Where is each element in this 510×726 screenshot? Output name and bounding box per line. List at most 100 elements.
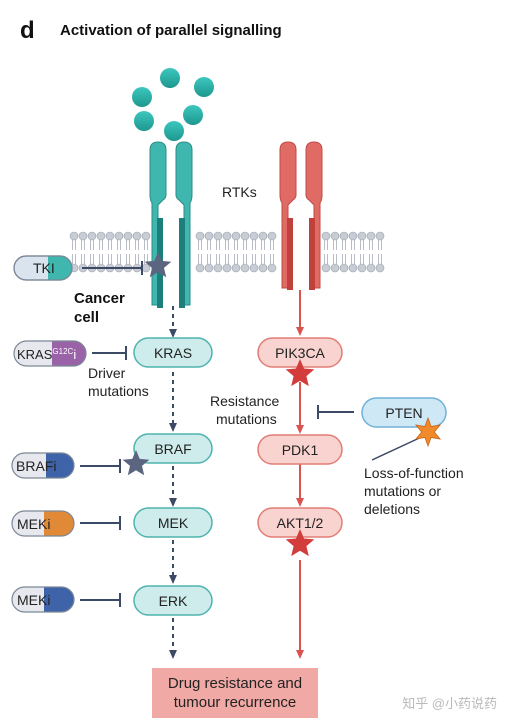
lipid-head [366, 263, 376, 273]
cell-membrane [69, 231, 385, 273]
lipid-head [213, 231, 223, 241]
braf-label: BRAF [154, 441, 191, 457]
pten-label: PTEN [385, 405, 422, 421]
lipid-head [330, 263, 340, 273]
pik3ca-node: PIK3CA [257, 337, 343, 368]
lipid-head [375, 231, 385, 241]
lof-label-line1: Loss-of-function [364, 465, 464, 481]
meki-label-1: MEKi [17, 516, 50, 532]
lipid-head [330, 231, 340, 241]
pdk1-node: PDK1 [257, 434, 343, 465]
lipid-head [249, 263, 259, 273]
ligand-icon [164, 121, 184, 141]
lipid-head [222, 263, 232, 273]
lipid-head [348, 263, 358, 273]
ligand-icon [132, 87, 152, 107]
lipid-head [339, 231, 349, 241]
outcome-box: Drug resistance and tumour recurrence [152, 668, 318, 718]
lipid-head [105, 231, 115, 241]
lipid-head [375, 263, 385, 273]
red-rtk-receptor [279, 141, 323, 290]
meki-label-2: MEKi [17, 592, 50, 608]
lipid-head [339, 263, 349, 273]
lipid-head [267, 263, 277, 273]
lipid-head [114, 231, 124, 241]
driver-mutations-line2: mutations [88, 383, 149, 399]
lipid-head [123, 231, 133, 241]
lipid-head [87, 231, 97, 241]
loss-of-function-star-icon [414, 416, 442, 448]
tki-label: TKI [33, 260, 55, 276]
panel-title: Activation of parallel signalling [60, 22, 282, 39]
lipid-head [96, 231, 106, 241]
kras-node: KRAS [133, 337, 213, 368]
resistance-star-icon [285, 529, 315, 557]
meki-inhibitor-2: MEKi [11, 586, 75, 613]
outcome-line1: Drug resistance and [168, 675, 302, 692]
resistance-mutations-line2: mutations [216, 411, 277, 427]
teal-rtk-receptor [149, 141, 193, 308]
pten-node: PTEN [361, 397, 447, 428]
kras-inhibitor-superscript: G12C [52, 347, 73, 356]
lipid-head [249, 231, 259, 241]
ligand-icon [183, 105, 203, 125]
outcome-line2: tumour recurrence [174, 694, 297, 711]
lof-label-line2: mutations or [364, 483, 441, 499]
lipid-head [321, 231, 331, 241]
brafi-inhibitor: BRAFi [11, 452, 75, 479]
kras-inhibitor-suffix: i [73, 347, 76, 362]
watermark: 知乎 @小药说药 [402, 696, 497, 711]
lipid-head [267, 231, 277, 241]
lipid-head [204, 263, 214, 273]
ligand-icon [194, 77, 214, 97]
lipid-head [231, 263, 241, 273]
kras-label: KRAS [154, 345, 192, 361]
mek-node: MEK [133, 507, 213, 538]
akt-label: AKT1/2 [277, 515, 324, 531]
lipid-head [348, 231, 358, 241]
lipid-head [357, 231, 367, 241]
lipid-head [195, 231, 205, 241]
kras-inhibitor-main: KRAS [17, 347, 53, 362]
lipid-head [222, 231, 232, 241]
resistance-star-icon [285, 359, 315, 387]
resistance-mutations-line1: Resistance [210, 393, 279, 409]
lipid-head [258, 263, 268, 273]
mek-label: MEK [158, 515, 189, 531]
lipid-head [78, 231, 88, 241]
lipid-head [357, 263, 367, 273]
ligand-icon [134, 111, 154, 131]
meki-inhibitor-1: MEKi [11, 510, 75, 537]
lipid-head [213, 263, 223, 273]
driver-mutations-line1: Driver [88, 365, 126, 381]
lipid-head [231, 231, 241, 241]
lipid-head [240, 231, 250, 241]
lipid-head [69, 231, 79, 241]
resistance-star-icon [122, 450, 150, 476]
panel-letter: d [20, 17, 35, 44]
kras-inhibitor-label: KRASG12Ci [17, 347, 76, 362]
lipid-head [366, 231, 376, 241]
pdk1-label: PDK1 [282, 442, 319, 458]
lipid-head [321, 263, 331, 273]
lipid-head [141, 263, 151, 273]
cancer-cell-label-line1: Cancer [74, 290, 125, 307]
lipid-head [141, 231, 151, 241]
braf-node: BRAF [133, 433, 213, 464]
ligand-group [132, 68, 214, 141]
lipid-head [258, 231, 268, 241]
kras-g12c-inhibitor: KRASG12Ci [13, 340, 87, 367]
brafi-label: BRAFi [16, 458, 56, 474]
rtks-label: RTKs [222, 184, 257, 200]
pik3ca-label: PIK3CA [275, 345, 325, 361]
erk-label: ERK [159, 593, 188, 609]
lipid-head [195, 263, 205, 273]
lipid-head [132, 231, 142, 241]
ligand-icon [160, 68, 180, 88]
erk-node: ERK [133, 585, 213, 616]
lof-label-line3: deletions [364, 501, 420, 517]
lipid-head [240, 263, 250, 273]
lipid-head [204, 231, 214, 241]
resistance-star-icon [144, 252, 172, 278]
